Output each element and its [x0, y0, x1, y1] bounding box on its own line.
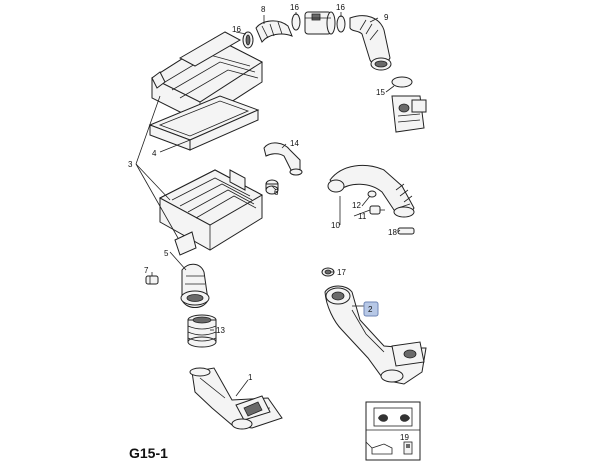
mass-air-flow-sensor[interactable] — [304, 11, 336, 35]
sensor-11[interactable] — [369, 205, 385, 215]
intake-hose-8[interactable] — [255, 20, 293, 43]
callout-7: 7 — [144, 266, 149, 275]
callout-5: 5 — [164, 249, 169, 258]
callout-14: 14 — [290, 139, 299, 148]
callout-2: 2 — [368, 305, 373, 314]
rubber-sleeve[interactable] — [187, 314, 217, 348]
intake-hose-9[interactable] — [349, 15, 392, 71]
callout-2-highlight[interactable]: 2 — [363, 301, 379, 317]
callout-17: 17 — [337, 268, 346, 277]
callout-16-center: 16 — [290, 3, 299, 12]
callout-13: 13 — [216, 326, 225, 335]
air-cleaner-upper-housing[interactable] — [150, 31, 264, 123]
hose-clamp-6[interactable] — [265, 179, 279, 195]
callout-3: 3 — [128, 160, 133, 169]
resonator-15[interactable] — [391, 76, 427, 133]
callout-16-left: 16 — [232, 25, 241, 34]
callout-9: 9 — [384, 13, 389, 22]
breather-hose-14[interactable] — [263, 142, 303, 176]
air-cleaner-lower-housing[interactable] — [158, 169, 264, 256]
clip-part[interactable] — [145, 275, 159, 285]
air-duct-assembly[interactable] — [189, 367, 283, 430]
callout-19: 19 — [400, 433, 409, 442]
callout-6: 6 — [274, 188, 279, 197]
sensor-12[interactable] — [367, 190, 377, 198]
callout-18: 18 — [388, 228, 397, 237]
connector-part-19[interactable] — [403, 441, 413, 455]
callout-10: 10 — [331, 221, 340, 230]
oil-can-icon — [365, 441, 393, 455]
air-duct-2[interactable] — [324, 285, 427, 385]
callout-15: 15 — [376, 88, 385, 97]
leader-lines — [135, 12, 401, 397]
callout-12: 12 — [352, 201, 361, 210]
hose-clamp-16-center[interactable] — [291, 13, 301, 31]
hose-clamp-16-left[interactable] — [242, 31, 254, 49]
grommet-17[interactable] — [321, 267, 335, 277]
wrench-tool-icon — [373, 407, 413, 427]
intake-duct-snorkel[interactable] — [180, 263, 210, 308]
callout-8: 8 — [261, 5, 266, 14]
callout-4: 4 — [152, 149, 157, 158]
hose-clamp-16-right[interactable] — [336, 15, 346, 33]
callout-1: 1 — [248, 373, 253, 382]
figure-code: G15-1 — [129, 445, 168, 461]
callout-11: 11 — [358, 212, 367, 221]
callout-16-right: 16 — [336, 3, 345, 12]
intake-hose-10[interactable] — [327, 164, 415, 218]
clip-18[interactable] — [397, 227, 415, 235]
service-legend-box: 19 — [365, 401, 421, 461]
